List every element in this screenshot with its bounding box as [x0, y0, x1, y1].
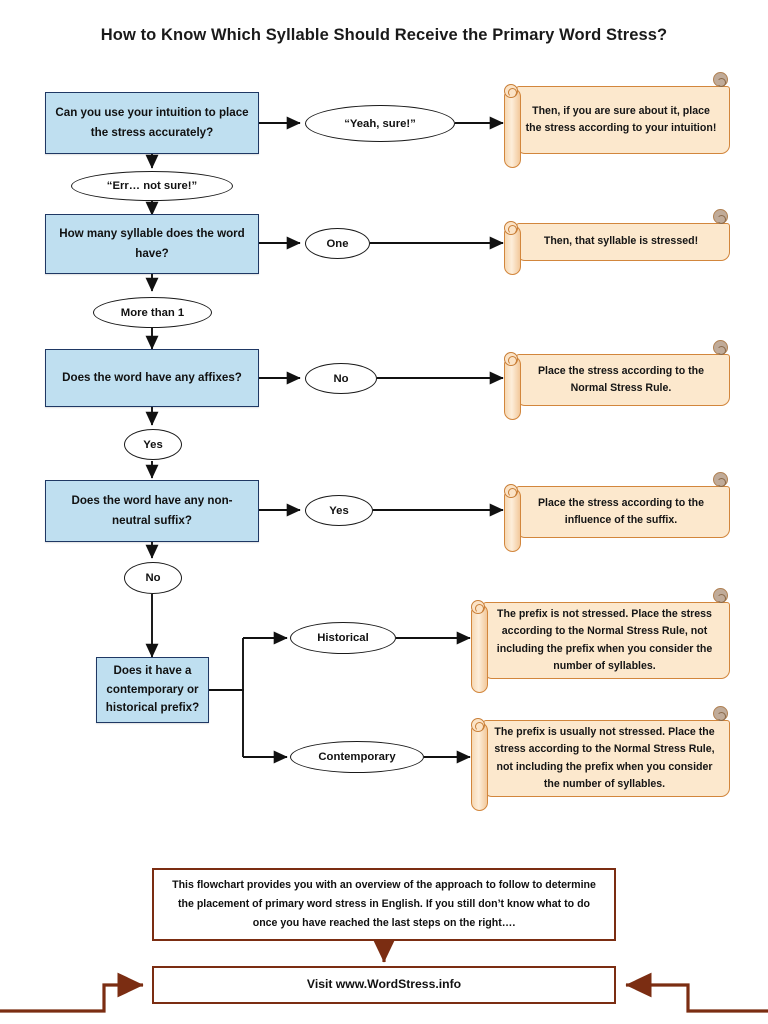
scroll-curl-left-icon [504, 484, 518, 498]
connector-no-suffix-label: No [145, 572, 161, 584]
connector-more-than-1[interactable]: More than 1 [93, 297, 212, 328]
outcome-scroll-historical-prefix-text: The prefix is not stressed. Place the st… [496, 608, 713, 672]
outcome-scroll-historical-prefix[interactable]: The prefix is not stressed. Place the st… [465, 588, 730, 693]
scroll-curl-left-icon [504, 84, 518, 98]
outcome-scroll-suffix-influence[interactable]: Place the stress according to the influe… [498, 472, 730, 552]
decision-box-prefix[interactable]: Does it have a contemporary or historica… [96, 657, 209, 723]
decision-box-intuition[interactable]: Can you use your intuition to place the … [45, 92, 259, 154]
scroll-curl-right-icon [713, 72, 728, 87]
outcome-scroll-intuition[interactable]: Then, if you are sure about it, place th… [498, 72, 730, 168]
connector-historical[interactable]: Historical [290, 622, 396, 654]
connector-yes-affixes-label: Yes [143, 438, 163, 451]
outcome-scroll-contemporary-prefix-text: The prefix is usually not stressed. Plac… [494, 726, 715, 790]
page-title: How to Know Which Syllable Should Receiv… [100, 26, 668, 44]
connector-yes-suffix[interactable]: Yes [305, 495, 373, 526]
outcome-scroll-suffix-influence-body: Place the stress according to the influe… [516, 486, 730, 538]
scroll-curl-right-icon [713, 706, 728, 721]
outcome-scroll-normal-stress-rule-body: Place the stress according to the Normal… [516, 354, 730, 406]
scroll-roll-left [471, 604, 488, 693]
connector-no-suffix[interactable]: No [124, 562, 182, 594]
connector-more-than-1-label: More than 1 [120, 306, 185, 319]
decision-box-syllable-count[interactable]: How many syllable does the word have? [45, 214, 259, 274]
connector-err-not-sure[interactable]: “Err… not sure!” [71, 171, 233, 201]
connector-one[interactable]: One [305, 228, 370, 259]
scroll-curl-left-icon [471, 600, 485, 614]
decision-box-affixes[interactable]: Does the word have any affixes? [45, 349, 259, 407]
scroll-curl-left-icon [504, 352, 518, 366]
cta-footer-bar-label: Visit www.WordStress.info [306, 977, 462, 992]
scroll-curl-left-icon [471, 718, 485, 732]
connector-one-label: One [326, 237, 349, 250]
summary-box: This flowchart provides you with an over… [152, 868, 616, 941]
decision-box-intuition-label: Can you use your intuition to place the … [55, 105, 249, 139]
outcome-scroll-normal-stress-rule-text: Place the stress according to the Normal… [537, 364, 705, 394]
decision-box-prefix-label: Does it have a contemporary or historica… [105, 664, 200, 715]
scroll-curl-right-icon [713, 209, 728, 224]
outcome-scroll-contemporary-prefix-body: The prefix is usually not stressed. Plac… [483, 720, 730, 797]
decision-box-affixes-label: Does the word have any affixes? [62, 370, 242, 384]
connector-yeah-sure[interactable]: “Yeah, sure!” [305, 105, 455, 142]
outcome-scroll-historical-prefix-body: The prefix is not stressed. Place the st… [483, 602, 730, 679]
outcome-scroll-intuition-body: Then, if you are sure about it, place th… [516, 86, 730, 154]
scroll-curl-right-icon [713, 588, 728, 603]
decision-box-syllable-count-label: How many syllable does the word have? [59, 226, 245, 260]
decision-box-non-neutral-suffix-label: Does the word have any non-neutral suffi… [71, 493, 233, 527]
connector-yes-suffix-label: Yes [329, 504, 349, 517]
connector-historical-label: Historical [317, 632, 369, 644]
connector-yes-affixes[interactable]: Yes [124, 429, 182, 460]
connector-err-not-sure-label: “Err… not sure!” [106, 180, 198, 192]
summary-box-text: This flowchart provides you with an over… [172, 879, 596, 929]
connector-contemporary-label: Contemporary [318, 751, 396, 763]
outcome-scroll-contemporary-prefix[interactable]: The prefix is usually not stressed. Plac… [465, 706, 730, 811]
scroll-roll-left [504, 88, 521, 168]
connector-no-affixes[interactable]: No [305, 363, 377, 394]
outcome-scroll-intuition-text: Then, if you are sure about it, place th… [525, 104, 717, 134]
outcome-scroll-one-syllable-text: Then, that syllable is stressed! [543, 235, 699, 248]
cta-footer-bar[interactable]: Visit www.WordStress.info [152, 966, 616, 1004]
connector-yeah-sure-label: “Yeah, sure!” [344, 117, 416, 130]
outcome-scroll-normal-stress-rule[interactable]: Place the stress according to the Normal… [498, 340, 730, 420]
connector-contemporary[interactable]: Contemporary [290, 741, 424, 773]
scroll-curl-right-icon [713, 340, 728, 355]
connector-no-affixes-label: No [333, 372, 349, 385]
scroll-roll-left [471, 722, 488, 811]
outcome-scroll-one-syllable-body: Then, that syllable is stressed! [516, 223, 730, 261]
scroll-curl-right-icon [713, 472, 728, 487]
decision-box-non-neutral-suffix[interactable]: Does the word have any non-neutral suffi… [45, 480, 259, 542]
outcome-scroll-one-syllable[interactable]: Then, that syllable is stressed! [498, 209, 730, 275]
outcome-scroll-suffix-influence-text: Place the stress according to the influe… [537, 496, 705, 526]
scroll-curl-left-icon [504, 221, 518, 235]
